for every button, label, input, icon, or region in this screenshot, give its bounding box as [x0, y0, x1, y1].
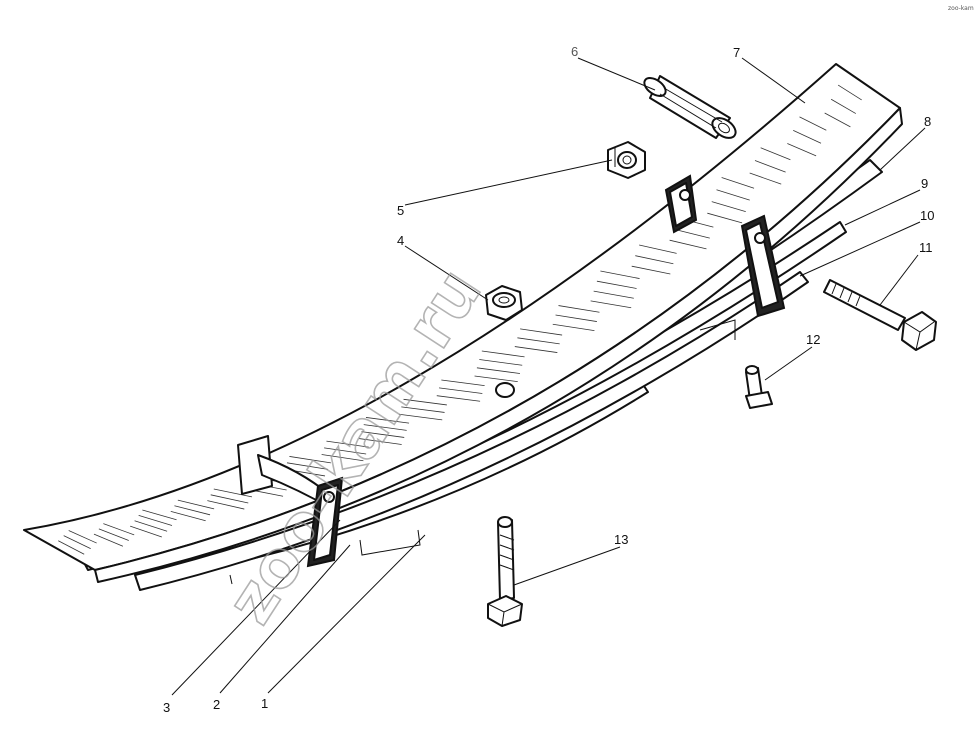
leaf-main-edge	[94, 107, 903, 583]
hatch-line	[436, 395, 481, 402]
hatch-line	[359, 438, 402, 445]
hatch-line	[403, 398, 447, 406]
rebound-clip-right-1	[664, 174, 698, 234]
leaf-band-1	[359, 529, 421, 556]
callout-4: 4	[397, 233, 404, 248]
clip-pin	[745, 365, 773, 409]
hatch-line	[707, 212, 743, 224]
hex-nut	[485, 285, 523, 321]
hatch-line	[479, 359, 523, 366]
callout-1: 1	[261, 696, 268, 711]
hatch-line	[289, 456, 331, 464]
hatch-line	[555, 314, 597, 322]
hatch-line	[363, 424, 407, 431]
hatch-line	[837, 84, 862, 101]
hatch-line	[474, 375, 518, 383]
hatch-line	[170, 510, 206, 522]
hatch-line	[799, 116, 827, 131]
callout-2: 2	[213, 697, 220, 712]
callout-13: 13	[614, 532, 628, 547]
hatch-line	[210, 494, 249, 504]
hatch-line	[207, 500, 245, 510]
hatch-line	[754, 160, 786, 173]
hatch-line	[324, 447, 367, 455]
hatch-line	[793, 129, 822, 144]
hatch-line	[520, 328, 563, 336]
leader-lines	[171, 57, 926, 696]
leaf-hatching	[58, 84, 862, 555]
hatch-line	[365, 417, 410, 424]
callout-8: 8	[924, 114, 931, 129]
hatch-line	[361, 431, 405, 438]
hatch-line	[130, 525, 162, 538]
hatch-line	[321, 454, 364, 462]
callout-6: 6	[571, 44, 578, 59]
hatch-line	[760, 147, 791, 161]
hatch-line	[830, 98, 857, 114]
leaf-band-2	[229, 319, 736, 585]
hatch-line	[514, 346, 558, 353]
center-bolt	[487, 516, 523, 627]
hatch-line	[476, 367, 521, 374]
hatch-line	[68, 530, 97, 544]
hatch-line	[326, 440, 369, 448]
hatch-line	[600, 270, 640, 279]
hatch-line	[635, 255, 674, 265]
callout-10: 10	[920, 208, 934, 223]
hatch-line	[639, 244, 677, 254]
callout-labels: 6 7 8 9 10 11 12 13 5 4 3 2 1	[163, 44, 934, 715]
rebound-clip-right-2	[740, 214, 786, 318]
hatch-line	[93, 533, 124, 547]
hatch-line	[481, 350, 525, 358]
callout-12: 12	[806, 332, 820, 347]
corner-mark: zoo-kam	[948, 5, 974, 12]
hatch-line	[438, 387, 483, 394]
hatch-line	[590, 300, 632, 309]
leaf-10	[134, 271, 809, 591]
callout-5: 5	[397, 203, 404, 218]
hatch-line	[824, 112, 851, 128]
hatch-line	[441, 379, 485, 387]
hatch-line	[711, 201, 746, 212]
hatch-line	[669, 239, 707, 250]
hatch-line	[721, 177, 755, 189]
hatch-line	[552, 323, 595, 332]
eye-bolt	[823, 279, 937, 351]
hatch-line	[142, 509, 177, 521]
hatch-line	[174, 505, 211, 516]
hatch-line	[138, 514, 173, 526]
hatch-line	[749, 172, 782, 185]
hatch-line	[103, 523, 135, 536]
hatch-line	[98, 528, 129, 541]
hatch-line	[631, 265, 671, 275]
hatch-line	[398, 413, 443, 421]
hatch-line	[58, 540, 85, 555]
hatch-line	[63, 535, 91, 549]
callout-3: 3	[163, 700, 170, 715]
callout-7: 7	[733, 45, 740, 60]
hatch-line	[134, 520, 168, 532]
callout-11: 11	[919, 240, 933, 255]
hatch-line	[558, 305, 600, 313]
lock-nut	[607, 141, 646, 179]
hatch-line	[787, 143, 817, 157]
center-bolt-hole	[495, 382, 515, 398]
hatch-line	[177, 499, 215, 510]
callout-9: 9	[921, 176, 928, 191]
hatch-line	[593, 290, 634, 299]
hatch-line	[286, 462, 329, 470]
hatch-line	[596, 280, 637, 289]
hatch-line	[673, 228, 710, 239]
hatch-line	[401, 406, 445, 413]
hatch-line	[213, 488, 253, 498]
hatch-line	[716, 189, 750, 201]
bushing	[643, 75, 737, 139]
hatch-line	[517, 337, 560, 345]
